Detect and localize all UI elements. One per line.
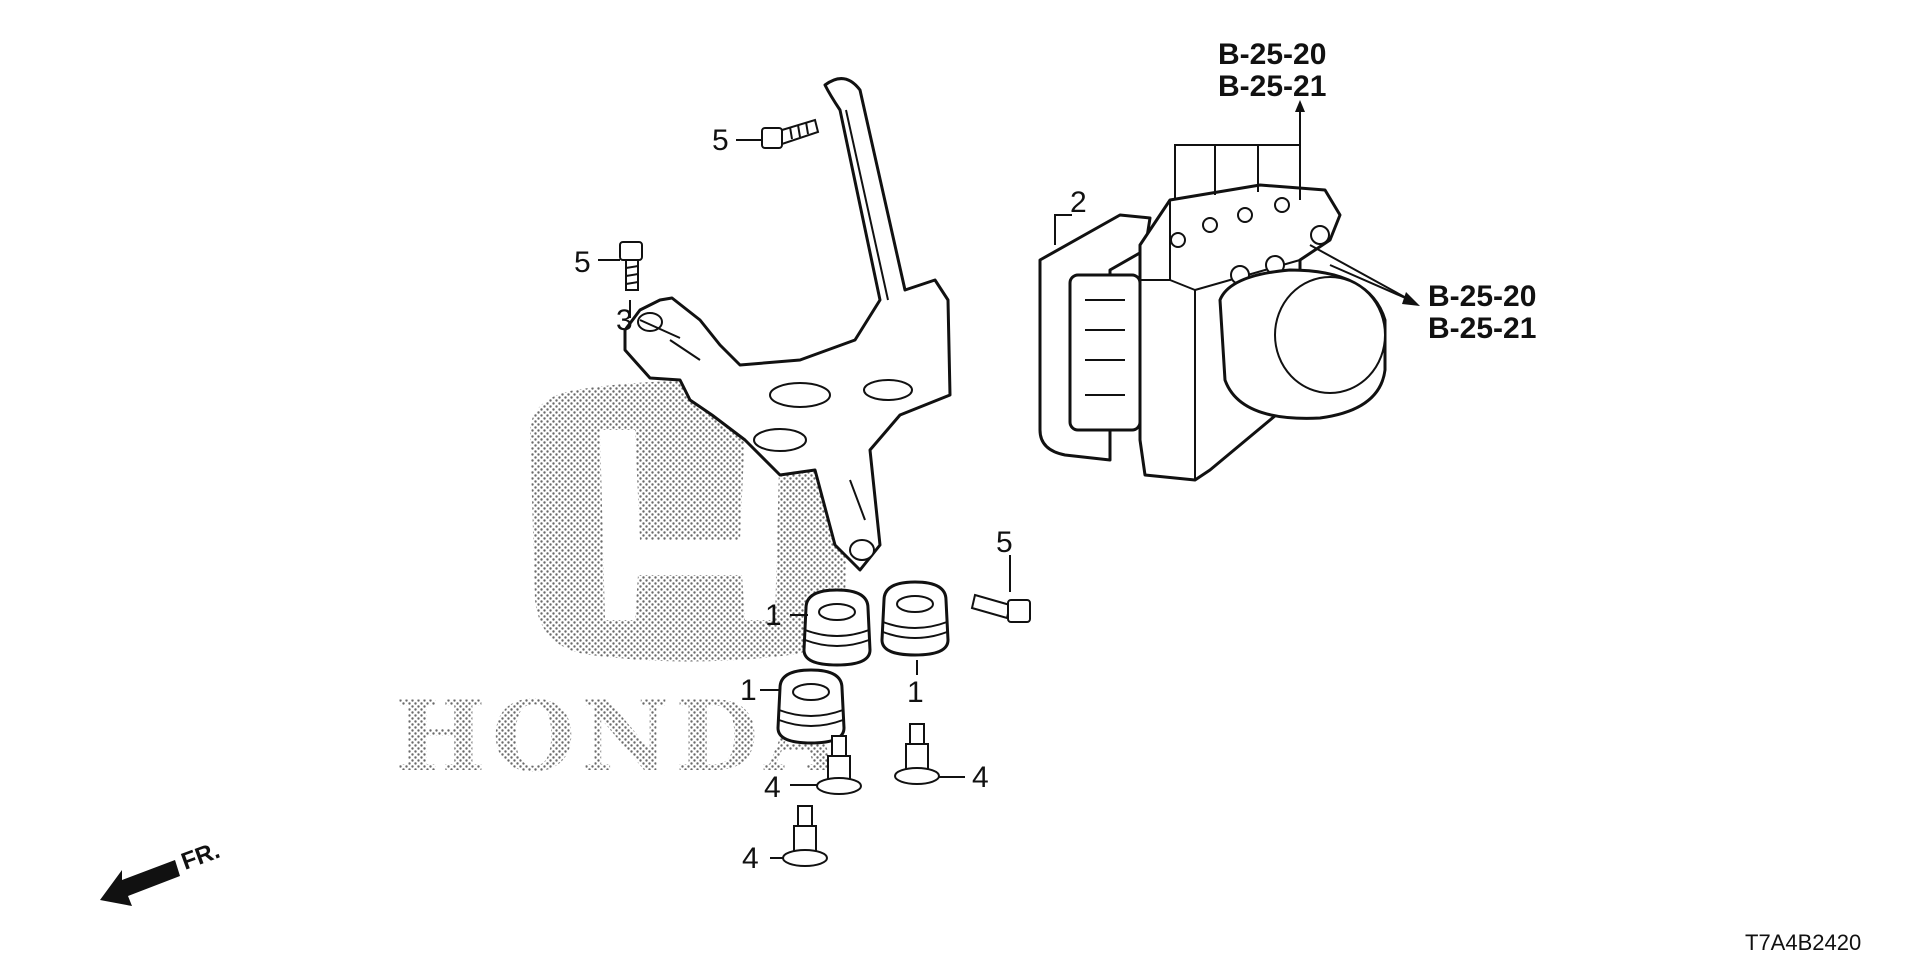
callout-collar-b: 4: [972, 761, 989, 794]
bolt-right: [970, 593, 1031, 623]
reference-side-line2: B-25-21: [1428, 312, 1536, 345]
bolt-upper-left: [619, 241, 643, 291]
callout-collar-c: 4: [742, 842, 759, 875]
grommet-c: [776, 668, 846, 745]
callout-bolt-top: 5: [712, 124, 729, 157]
collar-bolt-b: [894, 723, 940, 785]
reference-side-line1: B-25-20: [1428, 280, 1536, 313]
callout-modulator: 2: [1070, 186, 1087, 219]
callout-grommet-b: 1: [907, 676, 924, 709]
honda-logo-watermark: HONDA: [395, 381, 850, 793]
grommet-a: [802, 588, 872, 667]
front-direction-arrow-icon: [100, 860, 180, 906]
front-direction-indicator: FR.: [100, 837, 223, 906]
bracket-part: [623, 77, 952, 572]
callout-bolt-right: 5: [996, 526, 1013, 559]
callout-collar-a: 4: [764, 771, 781, 804]
collar-bolt-c: [782, 805, 828, 867]
reference-top-line2: B-25-21: [1218, 70, 1326, 103]
callout-bracket: 3: [616, 304, 633, 337]
front-direction-label: FR.: [178, 837, 224, 876]
diagram-code: T7A4B2420: [1745, 930, 1861, 955]
reference-top-line1: B-25-20: [1218, 38, 1326, 71]
leader-lines: [598, 100, 1420, 859]
callout-grommet-c: 1: [740, 674, 757, 707]
callout-grommet-a: 1: [765, 599, 782, 632]
bolt-top: [761, 118, 820, 149]
grommet-b: [880, 580, 950, 657]
honda-h-logo: [530, 381, 850, 662]
honda-wordmark: HONDA: [395, 680, 845, 793]
callout-bolt-upper-left: 5: [574, 246, 591, 279]
collar-bolt-a: [816, 735, 862, 795]
abs-modulator-part: [1038, 183, 1387, 482]
